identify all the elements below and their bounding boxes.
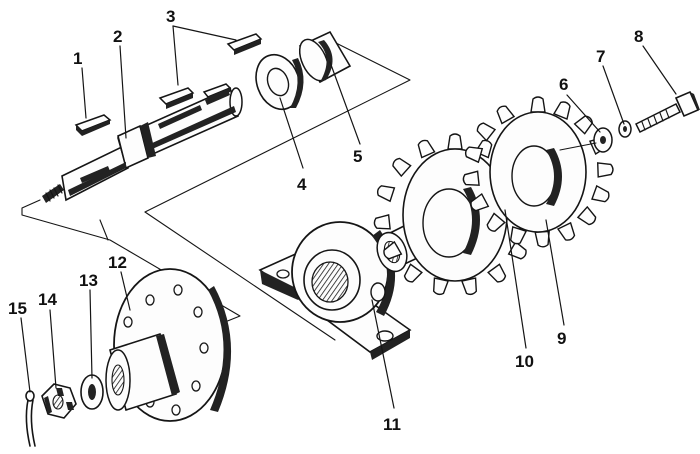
- part-5-bush: [298, 30, 352, 84]
- part-12-flange: [105, 268, 232, 422]
- callout-12: 12: [108, 253, 127, 272]
- part-13-washer: [80, 374, 104, 410]
- part-11-bearing: [258, 221, 412, 360]
- sprocket-left: [373, 133, 537, 297]
- callout-11: 11: [383, 415, 401, 434]
- part-3-keys: [158, 33, 263, 109]
- part-7-lock-washer: [618, 120, 632, 138]
- callout-9: 9: [557, 329, 566, 348]
- callout-leaders: [20, 45, 677, 409]
- part-14-castle-nut: [41, 383, 77, 419]
- part-2-shaft: [42, 86, 243, 203]
- part-3-leaders: [172, 25, 237, 86]
- axis-line-right: [559, 142, 597, 151]
- part-4-spacer: [255, 53, 304, 111]
- callout-2: 2: [113, 27, 122, 46]
- callout-14: 14: [38, 290, 57, 309]
- callout-1: 1: [73, 49, 82, 68]
- callout-labels: 1 2 3 4 5 6 7 8 9 10 11 12 13 14 15: [8, 7, 643, 434]
- callout-10: 10: [515, 352, 534, 371]
- part-8-bolt: [634, 90, 700, 134]
- part-9-sprocket: [461, 96, 614, 249]
- callout-5: 5: [353, 147, 362, 166]
- guide-lines: [21, 39, 411, 341]
- callout-4: 4: [297, 175, 307, 194]
- part-6-washer: [593, 127, 613, 153]
- callout-15: 15: [8, 299, 27, 318]
- callout-3: 3: [166, 7, 175, 26]
- callout-13: 13: [79, 271, 98, 290]
- part-15-split-pin: [25, 390, 36, 447]
- callout-7: 7: [596, 47, 605, 66]
- callout-6: 6: [559, 75, 568, 94]
- part-1-key: [74, 114, 112, 136]
- callout-8: 8: [634, 27, 643, 46]
